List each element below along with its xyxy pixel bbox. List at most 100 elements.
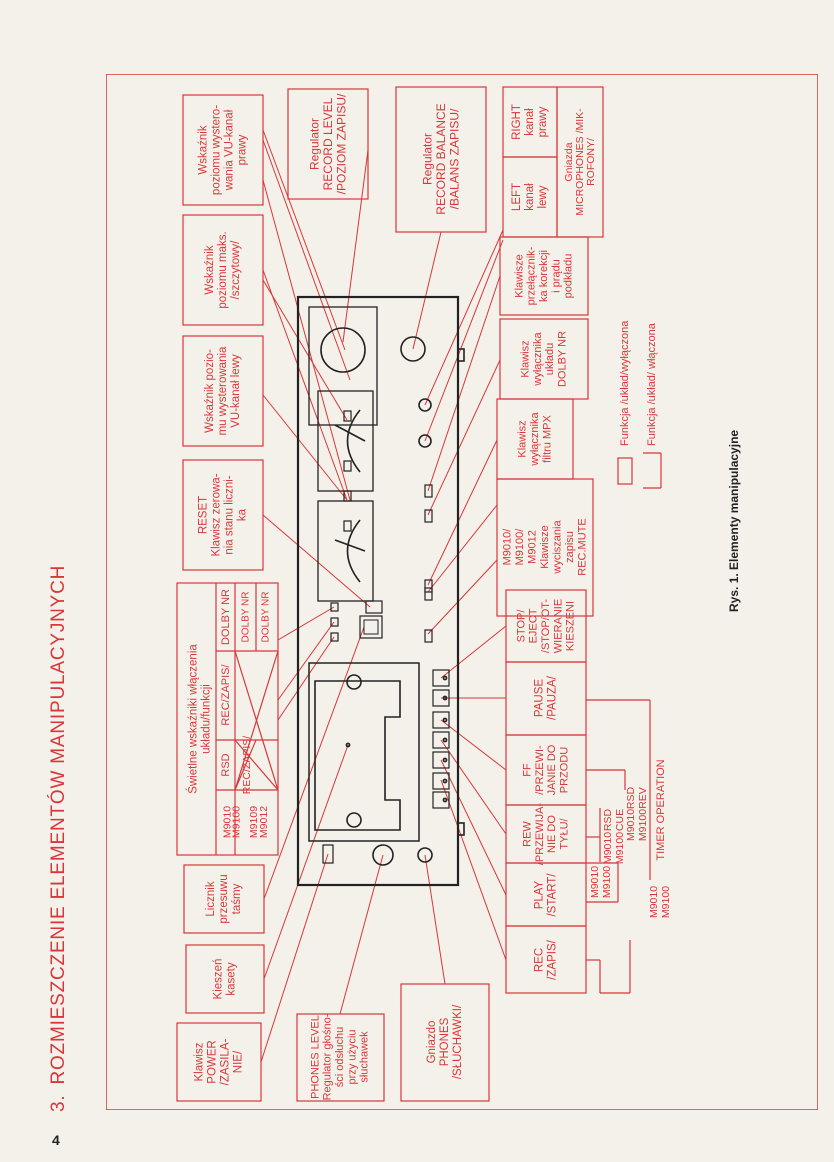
counter-label: taśmy [231, 883, 243, 914]
timer-models: M9100 [660, 886, 672, 918]
counter-label: przesuwu [218, 874, 230, 923]
rec-mute-label: M9010/ [502, 528, 514, 566]
mic-jack-right [418, 398, 432, 412]
transport-key-5 [432, 772, 450, 790]
box-counter [183, 864, 265, 934]
correction-label: ka korekcji [538, 250, 550, 302]
transport-key-dot-1 [442, 695, 448, 701]
leader-line-7 [412, 231, 442, 350]
reset-label: RESET [198, 496, 210, 534]
rsd-cue-models: M9100 [614, 832, 626, 864]
box-vu-right [182, 94, 264, 206]
transport-key-dot-6 [442, 797, 448, 803]
table-header-rec: REC/ZAPIS/ [220, 663, 232, 725]
small-key-0 [424, 484, 433, 498]
microphones-label: MICROPHONES /MIK- [574, 108, 586, 216]
leader-line-29 [440, 779, 507, 961]
cassette-eject-knob [346, 674, 362, 690]
leader-line-26 [440, 719, 507, 771]
leader-line-6 [342, 149, 369, 343]
leader-line-14 [427, 559, 498, 635]
peak-indicator-label: /szczytowy/ [230, 240, 242, 300]
vu-right-label: wania VU-kanał [223, 109, 235, 191]
device-foot-top [457, 348, 465, 362]
transport-key-0 [432, 669, 450, 687]
cassette-counter-knob [346, 812, 362, 828]
phones-jack-label: PHONES [439, 1017, 451, 1066]
rsd-rev-label: RSD [625, 786, 637, 809]
mic-jack-left [418, 434, 432, 448]
table-x-d [234, 739, 257, 791]
phones-jack-label: /SŁUCHAWKI/ [452, 1004, 464, 1079]
rec-mute-label: zapisu [564, 531, 576, 563]
rsd-cue-label: CUE [614, 809, 626, 831]
microphones-label: Gniazda [563, 142, 575, 181]
indicators-title: Świetlne wskaźniki włączenia [187, 644, 200, 794]
phones-level-label: przy użyciu [346, 1029, 358, 1084]
device-foot-bottom [457, 822, 465, 836]
power-label: /ZASILA- [219, 1039, 231, 1086]
peak-led-1 [343, 460, 352, 472]
right-channel-label: prawy [537, 106, 549, 137]
transport-key-dot-4 [442, 757, 448, 763]
legend-on-text: Funkcja /układ/wyłączona [619, 320, 631, 446]
peak-indicator-label: Wskaźnik [204, 245, 216, 294]
vu-left-needle [334, 539, 366, 552]
rec-mute-label: wyciszania [552, 520, 564, 575]
leader-line-19 [263, 626, 365, 900]
table-row2-dolby-a: DOLBY NR [241, 592, 252, 643]
vu-left-label: Wskaźnik pozio- [204, 349, 216, 433]
rsd-cue-models: M9010 [602, 832, 614, 864]
reset-key [365, 600, 383, 614]
record-level-label: /POZIOM ZAPISU/ [334, 93, 348, 194]
transport-key-6 [432, 791, 450, 809]
leader-line-11 [427, 359, 501, 516]
table-row1-models: M9100 [231, 806, 243, 838]
rew-label: REW [522, 821, 534, 847]
timer-label: TIMER OPERATION [655, 759, 667, 860]
transport-key-3 [432, 731, 450, 749]
rsd-cue-label: RSD [602, 808, 614, 831]
record-balance-label: RECORD BALANCE [434, 103, 448, 214]
microphones-label: ROFONY/ [585, 138, 597, 186]
vu-left-label: mu wysterowania [217, 346, 229, 435]
leader-line-9 [424, 239, 504, 442]
table-row1-models: M9010 [222, 806, 234, 838]
left-channel-label: lewy [537, 185, 549, 208]
leader-line-21 [260, 853, 329, 1063]
page-number: 4 [52, 1132, 60, 1148]
stop-label: STOP/ [515, 609, 527, 643]
left-channel-label: LEFT [511, 183, 523, 211]
record-balance-label: Regulator [421, 133, 435, 185]
power-label: Klawisz [194, 1042, 206, 1081]
rec-mute-label: M9012 [527, 530, 539, 564]
transport-key-dot-3 [442, 737, 448, 743]
indicator-led-0 [330, 602, 339, 612]
leader-line-5 [262, 394, 348, 501]
vu-right-label: prawy [236, 134, 248, 165]
counter-window [359, 615, 383, 639]
mpx-switch-label: wyłącznika [529, 412, 541, 467]
cassette-window [314, 680, 401, 831]
transport-key-dot-0 [442, 675, 448, 681]
leader-line-18 [277, 636, 335, 721]
mpx-switch-label: Klawisz [517, 420, 529, 457]
phones-level-knob [372, 844, 394, 866]
correction-label: i prądu [550, 259, 562, 293]
record-balance-label: /BALANS ZAPISU/ [447, 108, 461, 209]
left-channel-label: kanał [524, 183, 536, 211]
power-key [322, 844, 334, 864]
record-balance-knob [400, 336, 426, 362]
cassette-center-dot [345, 742, 351, 748]
legend-off-text: Funkcja /układ/ włączona [646, 322, 658, 446]
dolby-switch-label: wyłącznika [532, 332, 544, 387]
rec-label: REC [534, 948, 546, 972]
label-boxes [106, 74, 818, 1110]
indicator-led-1 [330, 617, 339, 627]
power-label: POWER [207, 1040, 219, 1083]
record-level-label: RECORD LEVEL [321, 97, 335, 190]
ff-label: /PRZEWI- [534, 745, 546, 795]
mpx-switch-label: filtru MPX [541, 415, 553, 463]
record-level-label: Regulator [308, 118, 322, 170]
